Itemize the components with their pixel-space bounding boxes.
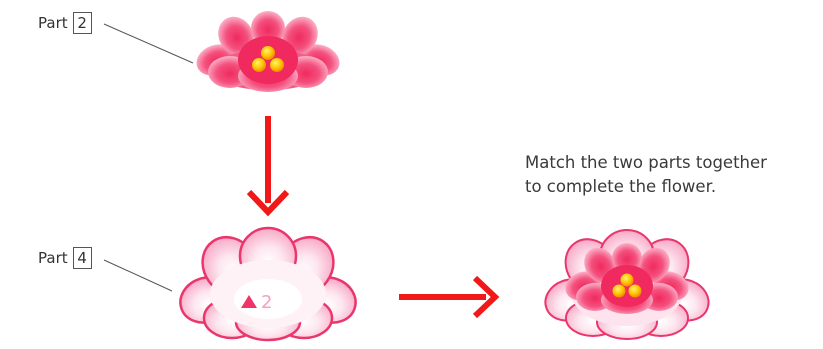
part-4-label: Part 4 [38,247,92,269]
part-badge [234,279,302,319]
leader-line [103,259,173,292]
part-4-flower: 2 [179,226,357,342]
instruction-text: Match the two parts together to complete… [525,151,767,199]
leader-line [103,23,194,64]
part-number-box: 4 [72,247,92,269]
part-number-box: 2 [72,12,92,34]
part-label-text: Part [38,249,68,267]
right-arrow-icon [399,275,500,319]
part-2-label: Part 2 [38,12,92,34]
down-arrow-icon [246,116,290,217]
completed-flower [544,229,710,340]
part-2-flower [196,11,340,92]
instruction-line-1: Match the two parts together [525,153,767,172]
instruction-line-2: to complete the flower. [525,177,717,196]
part-label-text: Part [38,14,68,32]
stamen-icon [252,46,284,72]
stamen-icon [612,273,642,298]
triangle-icon [241,295,257,308]
badge-number: 2 [261,292,272,313]
